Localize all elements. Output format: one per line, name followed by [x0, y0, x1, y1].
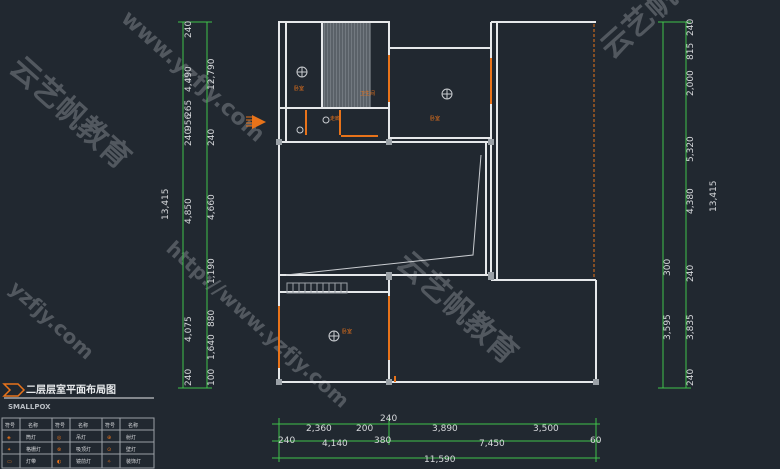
dim-label: 4,660	[207, 194, 217, 220]
dim-label: 60	[590, 436, 602, 446]
right-dimension-lines	[658, 21, 691, 389]
legend-symbol: ◎	[57, 435, 62, 441]
downlight-icon	[296, 126, 304, 134]
dim-label: 7,450	[479, 439, 505, 449]
dim-label: 200	[356, 424, 373, 434]
room-label: 卧室	[294, 85, 304, 92]
dim-label: 2,000	[686, 70, 696, 96]
dim-label: 13,415	[709, 181, 719, 213]
left-dimension-text: 240 4,490 265 956 240 13,415 4,850 4,660…	[161, 21, 217, 386]
void-outline	[285, 154, 482, 276]
legend-symbol: ▭	[7, 459, 12, 465]
legend-symbol: ✧	[107, 459, 111, 465]
dim-label: 4,490	[184, 66, 194, 92]
watermark-url: yzfjy.com	[5, 276, 99, 364]
room-label: 走廊	[330, 115, 340, 122]
dim-label: 3,500	[533, 424, 559, 434]
room-label: 卧室	[430, 115, 440, 122]
dim-label: 265	[184, 100, 194, 117]
legend-cell: 壁灯	[126, 446, 136, 453]
dim-label: 4,380	[686, 188, 696, 214]
legend-symbol: ⊙	[107, 447, 111, 453]
legend-cell: 灯带	[26, 458, 36, 465]
bottom-dimension-lines	[272, 418, 600, 462]
dim-label: 300	[663, 259, 673, 276]
legend-cell: 装饰灯	[126, 458, 141, 465]
openings	[278, 55, 492, 382]
dim-label: 4,075	[184, 316, 194, 342]
dim-label: 880	[207, 310, 217, 327]
bottom-dimension-text: 240 2,360 200 3,890 3,500 240 4,140 380 …	[278, 414, 602, 465]
bathroom-tile	[323, 23, 371, 107]
dim-label: 380	[374, 436, 391, 446]
dim-label: 240	[184, 369, 194, 386]
dim-label: 240	[380, 414, 397, 424]
entry-arrow-icon	[246, 115, 266, 129]
room-label: 卧室	[342, 328, 352, 335]
legend-header: 符号	[105, 422, 115, 429]
dim-label: 3,835	[686, 314, 696, 340]
dim-label: 3,595	[663, 314, 673, 340]
dim-label: 3,890	[432, 424, 458, 434]
dim-label: 240	[184, 21, 194, 38]
watermark-brand: 云艺帆教育	[3, 50, 138, 176]
title-block: 二层层室平面布局图 SMALLPOX	[2, 383, 154, 411]
legend-cell: 吸顶灯	[76, 446, 91, 453]
legend-symbol: ⊕	[107, 435, 111, 441]
left-dimension-lines	[178, 21, 212, 389]
legend-header: 符号	[55, 422, 65, 429]
dim-label: 2,360	[306, 424, 332, 434]
dim-label: 11,590	[424, 455, 456, 465]
dim-label: 240	[686, 369, 696, 386]
dim-label: 240	[184, 129, 194, 146]
legend-cell: 格栅灯	[26, 446, 41, 453]
legend-symbol: ✦	[7, 447, 11, 453]
downlight-icon	[322, 116, 330, 124]
dim-label: 815	[686, 43, 696, 60]
plan-title: 二层层室平面布局图	[26, 383, 116, 396]
room-labels: 卧室 卫生间 卧室 走廊 卧室	[294, 85, 440, 335]
dim-label: 956	[184, 114, 194, 131]
legend-header: 名称	[78, 422, 88, 429]
dim-label: 1,640	[207, 334, 217, 360]
dim-label: 4,850	[184, 198, 194, 224]
plan-subtitle: SMALLPOX	[8, 403, 51, 411]
dim-label: 240	[207, 129, 217, 146]
legend-cell: 射灯	[126, 434, 136, 441]
legend-header: 符号	[5, 422, 15, 429]
legend-cell: 筒灯	[26, 434, 36, 441]
legend-symbol: ◐	[57, 459, 61, 465]
legend-cell: 镜前灯	[76, 458, 91, 465]
dim-label: 1,190	[207, 258, 217, 284]
dim-label: 240	[686, 265, 696, 282]
legend-header: 名称	[28, 422, 38, 429]
wall-block-top-right	[388, 47, 492, 139]
dim-label: 5,320	[686, 136, 696, 162]
right-dimension-text: 240 815 2,000 5,320 13,415 4,380 300 240…	[663, 19, 719, 386]
watermark-brand: 云艺帆教育	[594, 0, 729, 66]
room-label: 卫生间	[360, 90, 375, 97]
dim-label: 12,790	[207, 58, 217, 90]
legend-symbol: ◈	[7, 435, 11, 441]
dim-label: 100	[207, 369, 217, 386]
watermark-brand: 云艺帆教育	[390, 245, 525, 371]
lamp-symbols	[296, 66, 453, 342]
dim-label: 4,140	[322, 439, 348, 449]
legend-symbol: ⊗	[57, 447, 61, 453]
wall-columns	[276, 139, 599, 385]
dim-label: 240	[686, 19, 696, 36]
title-logo-icon	[2, 383, 26, 397]
legend-table: 符号 名称 符号 名称 符号 名称 ◈ 筒灯 ◎ 吊灯 ⊕ 射灯 ✦ 格栅灯 ⊗…	[1, 417, 155, 469]
legend-cell: 吊灯	[76, 434, 86, 441]
dim-label: 240	[278, 436, 295, 446]
dim-label: 13,415	[161, 189, 171, 221]
legend-header: 名称	[128, 422, 138, 429]
staircase	[286, 282, 348, 294]
